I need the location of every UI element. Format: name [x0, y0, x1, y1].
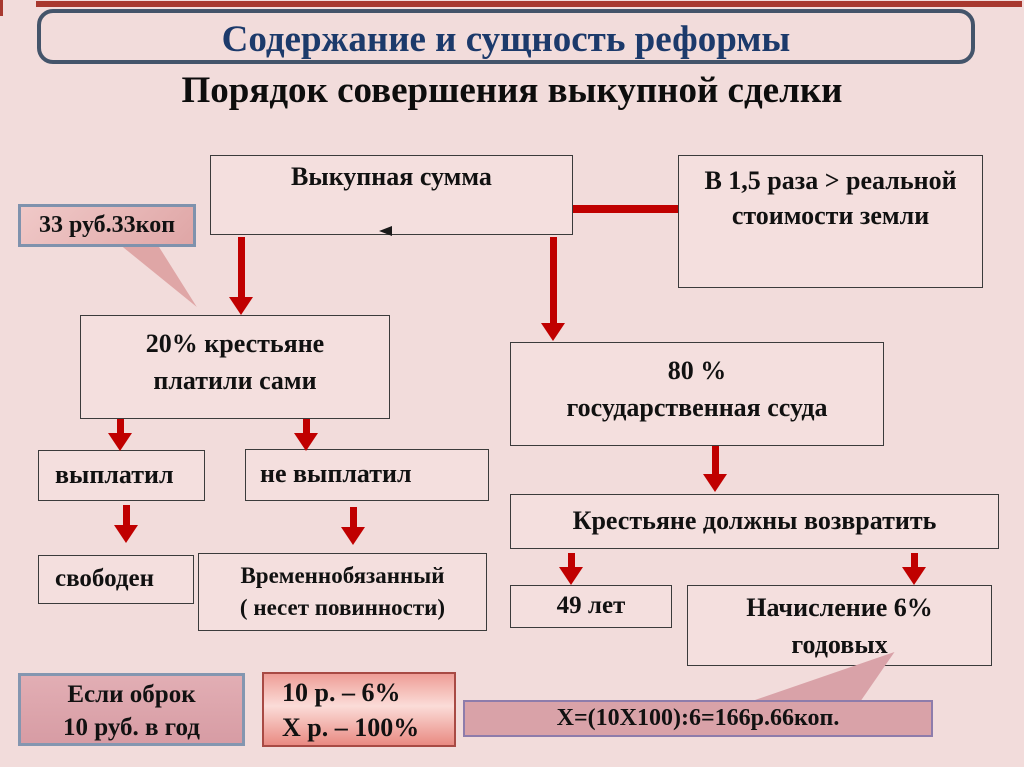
- arrow-return-to-years-line: [568, 553, 575, 568]
- node-ratio-line1: В 1,5 раза > реальной: [704, 166, 957, 195]
- node-accrual-6: Начисление 6% годовых: [687, 585, 992, 666]
- arrow-sum-to-loan-head: [541, 323, 565, 341]
- node-peasants-20-line1: 20% крестьяне: [145, 329, 325, 358]
- arrow-peasants-to-notpaid-line: [303, 419, 310, 434]
- arrow-peasants-to-paid-line: [117, 419, 124, 434]
- arrow-notpaid-to-temp-head: [341, 527, 365, 545]
- node-not-paid: не выплатил: [245, 449, 489, 501]
- arrow-peasants-to-paid-head: [108, 433, 132, 451]
- node-free-label: свободен: [55, 565, 155, 592]
- node-quitrent-line1: Если оброк: [67, 681, 196, 708]
- arrow-sum-to-loan-line: [550, 237, 557, 324]
- node-proportion-line1: 10 р. – 6%: [282, 678, 401, 707]
- node-loan-80-line1: 80 %: [667, 356, 727, 385]
- node-must-return: Крестьяне должны возвратить: [510, 494, 999, 549]
- node-redemption-sum: Выкупная сумма: [210, 155, 573, 235]
- arrow-notpaid-to-temp-line: [350, 507, 357, 528]
- node-temp-obliged-line2: ( несет повинности): [239, 595, 446, 620]
- arrow-return-to-accrual-head: [902, 567, 926, 585]
- slide-subtitle: Порядок совершения выкупной сделки: [181, 70, 843, 111]
- arrow-loan-to-return-head: [703, 474, 727, 492]
- node-paid-label: выплатил: [55, 460, 174, 489]
- callout-33-label: 33 руб.33коп: [38, 212, 176, 238]
- connector-sum-to-ratio: [573, 205, 678, 213]
- node-peasants-20: 20% крестьяне платили сами: [80, 315, 390, 419]
- left-red-strip: [0, 0, 3, 16]
- node-temp-obliged-line1: Временнобязанный: [240, 563, 445, 588]
- node-not-paid-label: не выплатил: [260, 459, 412, 488]
- node-redemption-sum-label: Выкупная сумма: [291, 162, 492, 191]
- node-paid: выплатил: [38, 450, 205, 501]
- node-peasants-20-line2: платили сами: [153, 366, 317, 395]
- arrow-paid-to-free-line: [123, 505, 130, 526]
- slide-title: Содержание и сущность реформы: [221, 19, 791, 60]
- node-must-return-label: Крестьяне должны возвратить: [572, 506, 937, 535]
- arrow-return-to-years-head: [559, 567, 583, 585]
- arrow-sum-to-peasants-line: [238, 237, 245, 298]
- slide-title-box: Содержание и сущность реформы: [37, 9, 975, 64]
- node-years-49-label: 49 лет: [556, 592, 626, 619]
- arrow-return-to-accrual-line: [911, 553, 918, 568]
- node-ratio-line2: стоимости земли: [731, 201, 930, 230]
- top-red-strip: [36, 1, 1022, 7]
- arrow-loan-to-return-line: [712, 446, 719, 475]
- callout-33-tail: [121, 246, 197, 307]
- node-loan-80: 80 % государственная ссуда: [510, 342, 884, 446]
- node-quitrent-line2: 10 руб. в год: [63, 714, 200, 741]
- arrow-sum-to-peasants-head: [229, 297, 253, 315]
- node-proportion: 10 р. – 6% Х р. – 100%: [262, 672, 456, 747]
- small-left-triangle-icon: [379, 226, 392, 236]
- node-free: свободен: [38, 555, 194, 604]
- node-ratio: В 1,5 раза > реальной стоимости земли: [678, 155, 983, 288]
- formula-callout: Х=(10Х100):6=166р.66коп.: [463, 700, 933, 737]
- formula-callout-label: Х=(10Х100):6=166р.66коп.: [556, 705, 840, 731]
- node-accrual-6-line1: Начисление 6%: [746, 593, 933, 622]
- node-temp-obliged: Временнобязанный ( несет повинности): [198, 553, 487, 631]
- arrow-paid-to-free-head: [114, 525, 138, 543]
- arrow-peasants-to-notpaid-head: [294, 433, 318, 451]
- node-years-49: 49 лет: [510, 585, 672, 628]
- node-accrual-6-line2: годовых: [791, 630, 888, 659]
- node-quitrent: Если оброк 10 руб. в год: [18, 673, 245, 746]
- callout-33: 33 руб.33коп: [18, 204, 196, 247]
- node-loan-80-line2: государственная ссуда: [566, 393, 828, 422]
- node-proportion-line2: Х р. – 100%: [282, 713, 420, 742]
